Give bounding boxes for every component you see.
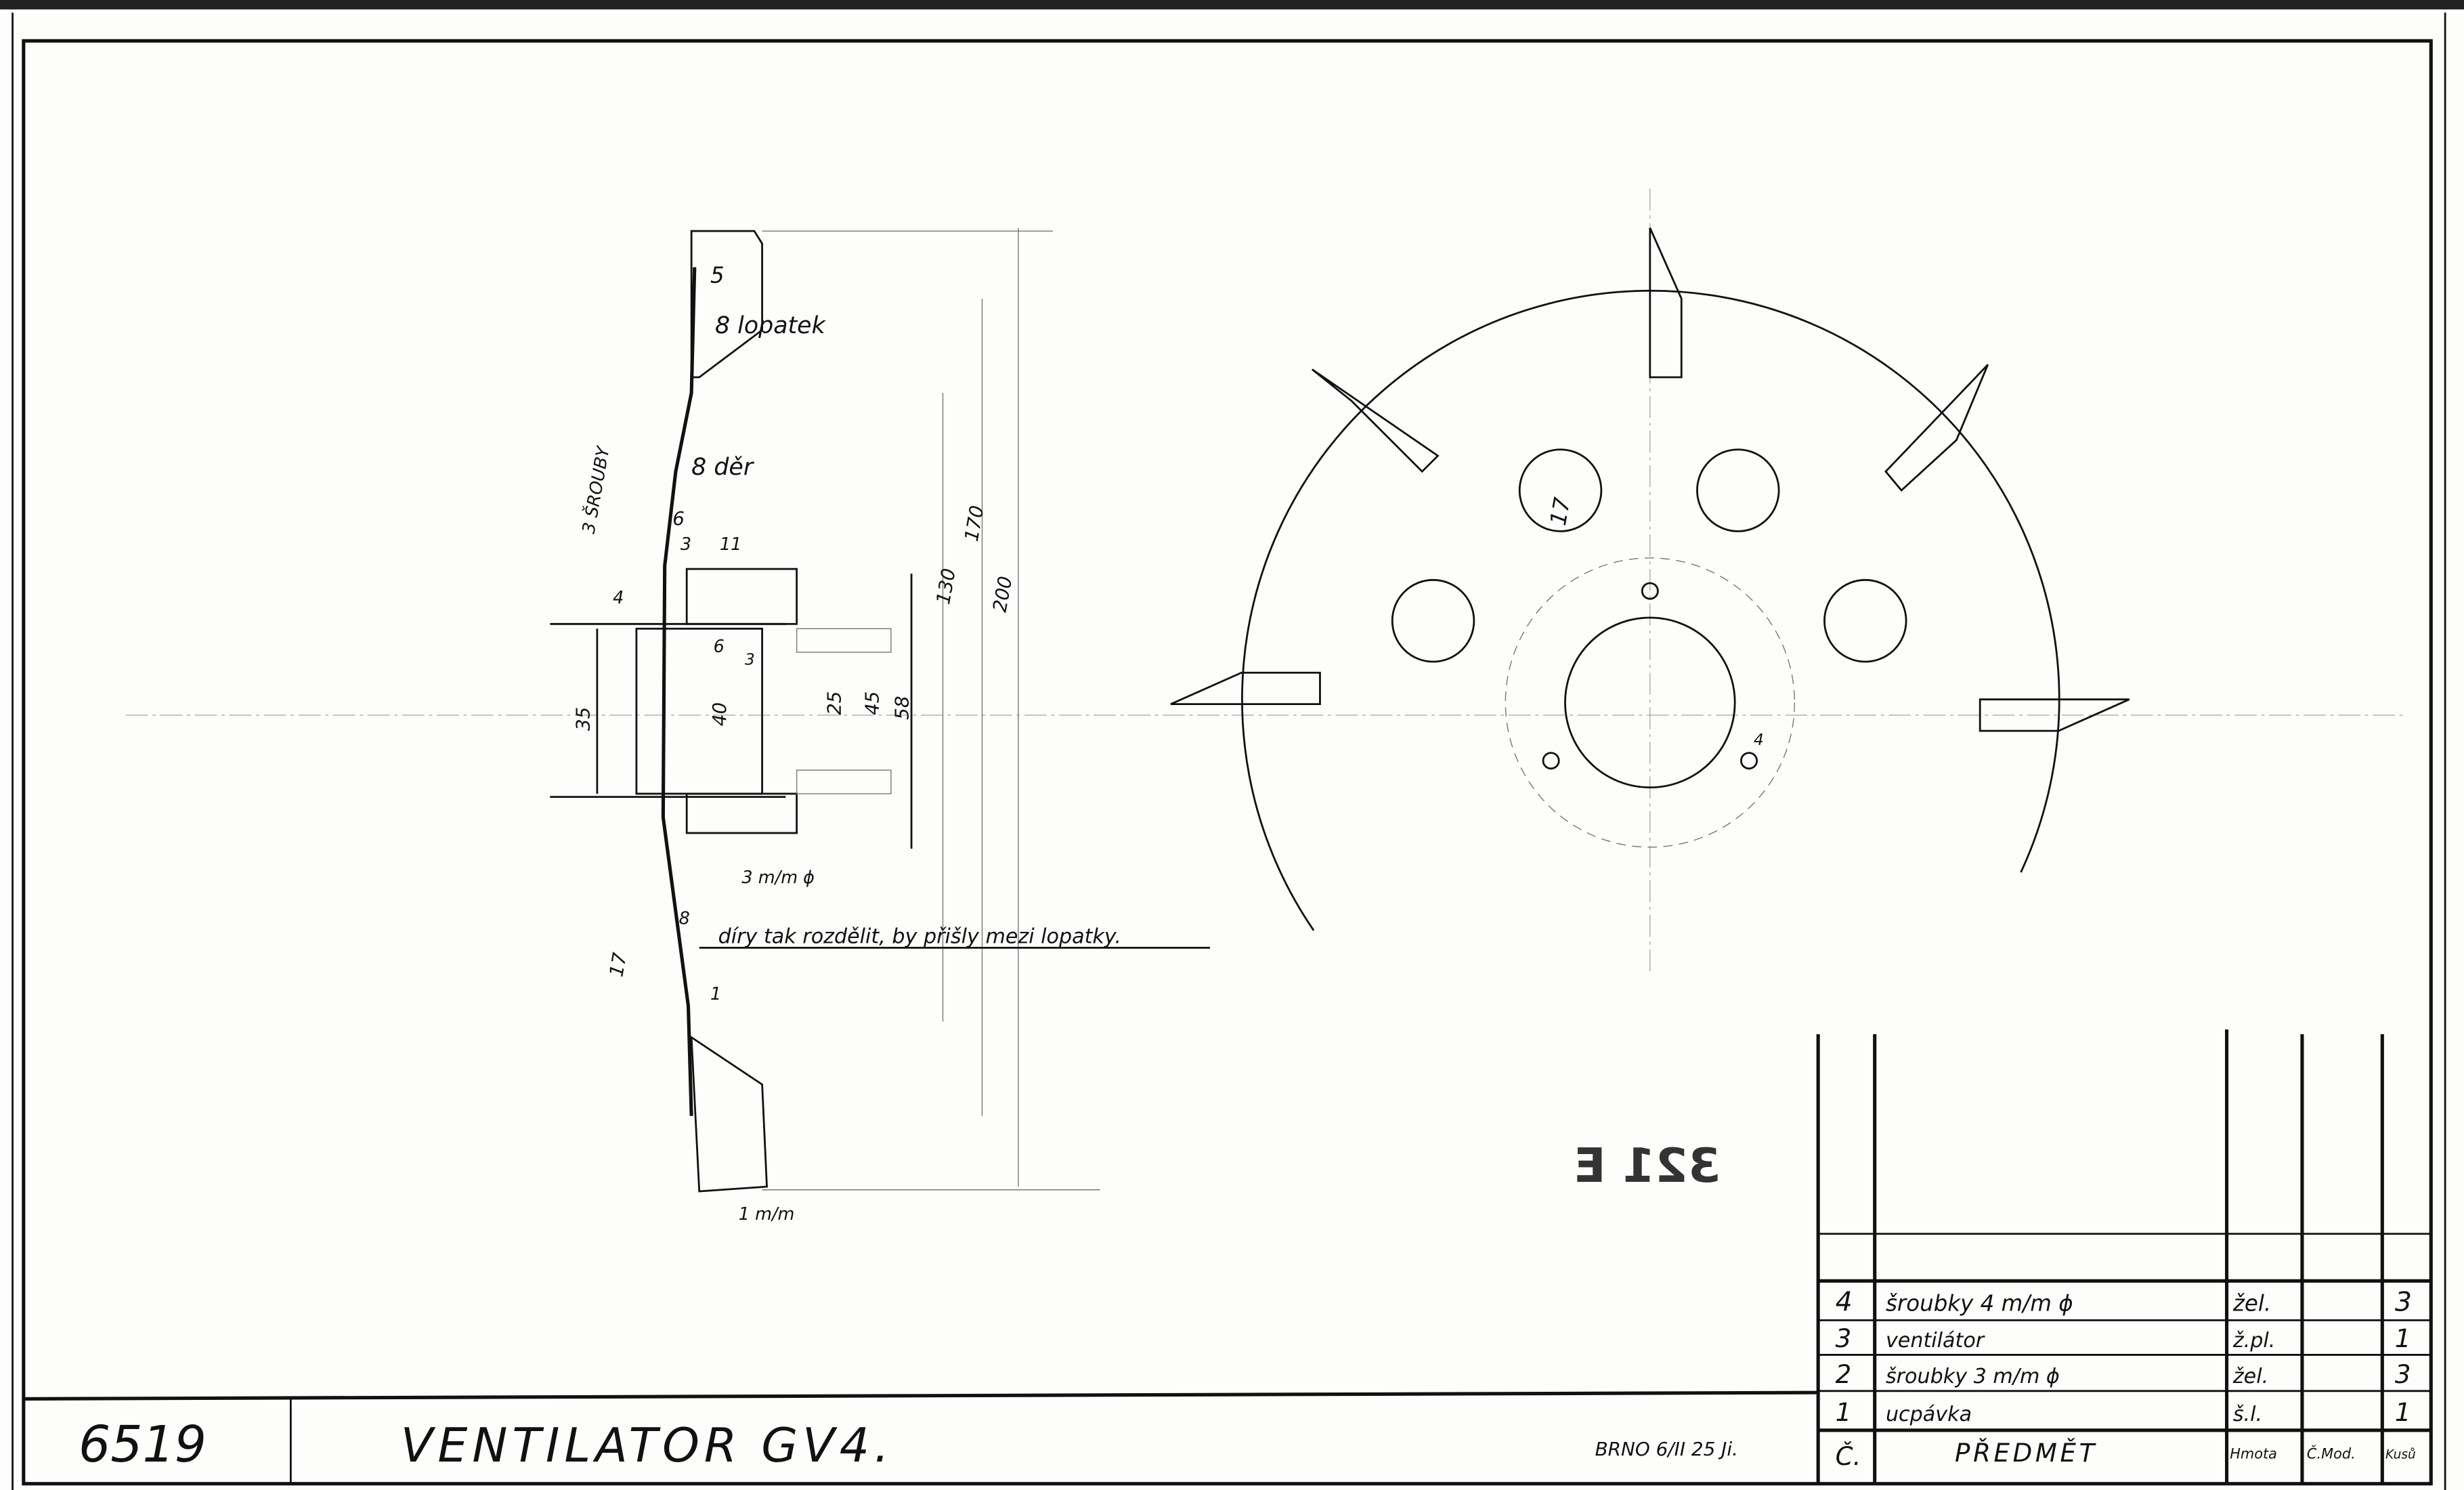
stamp: 321 E bbox=[1574, 1138, 1721, 1193]
dim-35: 35 bbox=[571, 707, 594, 731]
dim-5: 5 bbox=[710, 263, 725, 289]
dim-4-hole: 4 bbox=[1754, 731, 1764, 749]
front-view: 17 4 bbox=[1170, 227, 2130, 931]
dim-6b: 6 bbox=[714, 637, 725, 657]
title-block: 6519 VENTILATOR GV4. BRNO 6/II 25 Ji. bbox=[23, 1390, 1819, 1484]
dim-45: 45 bbox=[861, 691, 883, 715]
parts-row: 2 šroubky 3 m/m ϕ žel. 3 bbox=[1836, 1360, 2411, 1389]
drawing-number: 6519 bbox=[79, 1415, 207, 1474]
svg-text:ž.pl.: ž.pl. bbox=[2232, 1329, 2276, 1353]
place-date: BRNO 6/II 25 Ji. bbox=[1595, 1438, 1738, 1460]
dim-130: 130 bbox=[932, 567, 960, 606]
dim-4: 4 bbox=[613, 588, 624, 608]
dim-200: 200 bbox=[989, 574, 1017, 614]
svg-text:3: 3 bbox=[2395, 1286, 2412, 1317]
top-edge bbox=[0, 0, 2464, 9]
drawing-frame bbox=[22, 39, 2433, 1486]
label-screws: 3 ŠROUBY bbox=[578, 444, 614, 535]
svg-text:ucpávka: ucpávka bbox=[1886, 1403, 1972, 1426]
svg-text:3: 3 bbox=[2395, 1360, 2411, 1389]
svg-text:ventilátor: ventilátor bbox=[1886, 1329, 1985, 1353]
svg-text:žel.: žel. bbox=[2232, 1365, 2268, 1388]
dim-3b: 3 bbox=[745, 651, 755, 669]
dim-170: 170 bbox=[960, 504, 989, 543]
svg-text:1: 1 bbox=[1836, 1398, 1852, 1427]
dim-1mm: 1 m/m bbox=[739, 1204, 795, 1225]
svg-text:1: 1 bbox=[2395, 1324, 2411, 1353]
note-holes: díry tak rozdělit, by přišly mezi lopatk… bbox=[718, 924, 1121, 948]
svg-text:4: 4 bbox=[1836, 1286, 1853, 1317]
dim-40: 40 bbox=[708, 702, 731, 726]
svg-text:Č.: Č. bbox=[1836, 1441, 1861, 1471]
svg-text:šroubky 4 m/m ϕ: šroubky 4 m/m ϕ bbox=[1886, 1290, 2073, 1316]
dim-6: 6 bbox=[672, 507, 685, 530]
dim-58: 58 bbox=[890, 696, 913, 719]
svg-text:PŘEDMĚT: PŘEDMĚT bbox=[1955, 1438, 2098, 1468]
parts-list bbox=[1816, 1029, 2431, 1484]
svg-text:šroubky 3 m/m ϕ: šroubky 3 m/m ϕ bbox=[1886, 1365, 2060, 1388]
dim-1: 1 bbox=[710, 984, 721, 1004]
dim-11: 11 bbox=[720, 534, 741, 555]
parts-row: 1 ucpávka š.l. 1 bbox=[1836, 1398, 2411, 1427]
dim-25: 25 bbox=[823, 691, 846, 715]
label-screw-m4: 3 m/m ϕ bbox=[741, 868, 815, 888]
svg-text:š.l.: š.l. bbox=[2233, 1403, 2262, 1426]
label-blades: 8 lopatek bbox=[715, 312, 827, 339]
svg-text:2: 2 bbox=[1836, 1360, 1852, 1389]
svg-text:1: 1 bbox=[2395, 1398, 2411, 1427]
section-view: 5 8 lopatek 8 děr 3 ŠROUBY 6 3 11 4 6 3 … bbox=[550, 228, 1211, 1225]
svg-text:3: 3 bbox=[1836, 1324, 1852, 1353]
dim-17: 17 bbox=[605, 951, 631, 979]
svg-text:žel.: žel. bbox=[2232, 1290, 2271, 1316]
parts-row: 4 šroubky 4 m/m ϕ žel. 3 bbox=[1836, 1286, 2412, 1317]
parts-header: Č. PŘEDMĚT Hmota Č.Mod. Kusů bbox=[1836, 1438, 2416, 1471]
label-holes: 8 děr bbox=[691, 454, 755, 481]
svg-text:Hmota: Hmota bbox=[2230, 1446, 2277, 1462]
dim-17-hole: 17 bbox=[1545, 495, 1576, 528]
parts-row: 3 ventilátor ž.pl. 1 bbox=[1836, 1324, 2411, 1353]
svg-text:Č.Mod.: Č.Mod. bbox=[2307, 1445, 2356, 1462]
svg-text:Kusů: Kusů bbox=[2385, 1447, 2416, 1462]
dim-3: 3 bbox=[680, 534, 691, 555]
drawing-title: VENTILATOR GV4. bbox=[401, 1418, 894, 1473]
dim-8: 8 bbox=[679, 909, 690, 929]
